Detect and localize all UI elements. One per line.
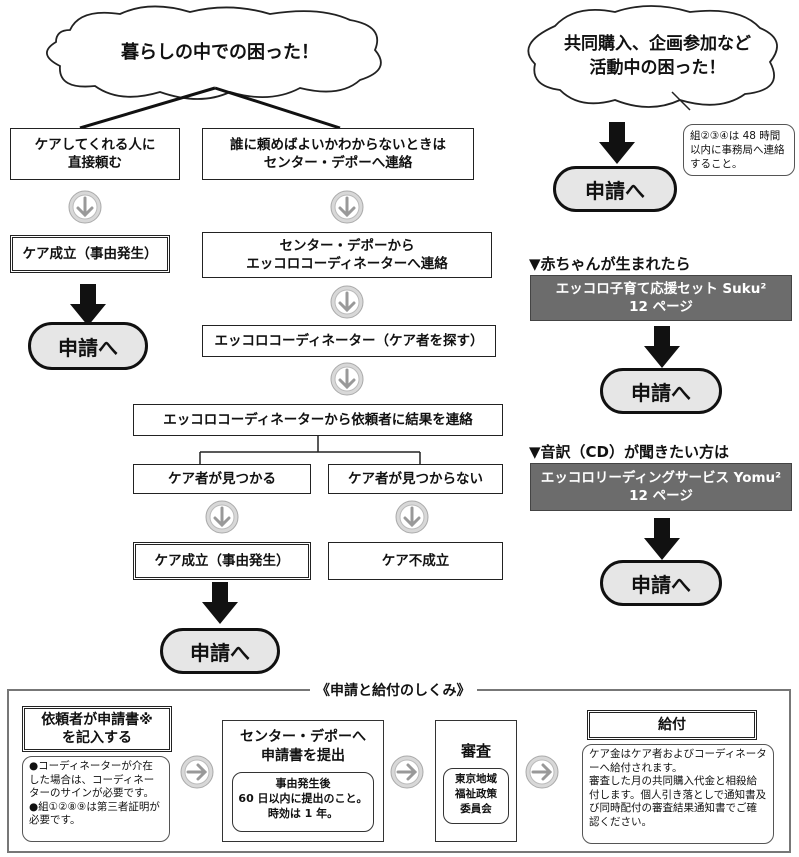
baby-heading: ▼赤ちゃんが生まれたら: [529, 255, 691, 273]
right-cloud-text: 共同購入、企画参加など 活動中の困った！: [564, 34, 751, 78]
step2-note: 事由発生後 60 日以内に提出のこと。 時効は 1 年。: [232, 772, 374, 832]
step2-title: センター・デポーへ 申請書を提出: [240, 729, 366, 764]
center-to-coord-box: センター・デポーから エッコロコーディネーターへ連絡: [202, 232, 492, 278]
step4-title: 給付: [587, 710, 757, 740]
step4-note: ケア金はケア者およびコーディネーターへ給付されます。 審査した月の共同購入代金と…: [582, 744, 774, 844]
not-found-box: ケア者が見つからない: [328, 464, 503, 494]
baby-box: エッコロ子育て応援セット Suku² 12 ページ: [530, 275, 792, 321]
left-cloud-shape: [46, 5, 382, 100]
care-success-box: ケア成立（事由発生）: [10, 235, 170, 273]
apply-pill-right-3: 申請へ: [600, 560, 722, 606]
care-fail-box: ケア不成立: [328, 542, 503, 580]
coord-result-box: エッコロコーディネーターから依頼者に結果を連絡: [133, 404, 503, 436]
step2-box: [222, 720, 384, 842]
audio-heading: ▼音訳（CD）が聞きたい方は: [529, 443, 729, 461]
apply-pill-2: 申請へ: [160, 628, 280, 674]
apply-pill-right-1: 申請へ: [553, 166, 677, 212]
step1-note: ●コーディネーターが介在した場合は、コーディネーターのサインが必要です。 ●組①…: [22, 756, 170, 842]
step1-title: 依頼者が申請書※ を記入する: [22, 706, 172, 752]
right-cloud-shape: [527, 5, 778, 108]
cloud-note: 組②③④は 48 時間以内に事務局へ連絡すること。: [683, 124, 795, 176]
step3-box: [435, 720, 517, 842]
apply-pill-right-2: 申請へ: [600, 368, 722, 414]
apply-pill-1: 申請へ: [28, 322, 148, 370]
care-direct-box: ケアしてくれる人に 直接頼む: [10, 128, 180, 180]
contact-center-box: 誰に頼めばよいかわからないときは センター・デポーへ連絡: [202, 128, 474, 180]
coord-search-box: エッコロコーディネーター（ケア者を探す）: [202, 325, 496, 357]
step3-title: 審査: [460, 742, 491, 760]
found-box: ケア者が見つかる: [133, 464, 311, 494]
bottom-title: 《申請と給付のしくみ》: [310, 680, 477, 700]
audio-box: エッコロリーディングサービス Yomu² 12 ページ: [530, 463, 792, 511]
step3-note: 東京地域 福祉政策 委員会: [443, 768, 509, 824]
care-success-box-2: ケア成立（事由発生）: [133, 542, 311, 580]
left-cloud-text: 暮らしの中での困った！: [121, 42, 319, 63]
